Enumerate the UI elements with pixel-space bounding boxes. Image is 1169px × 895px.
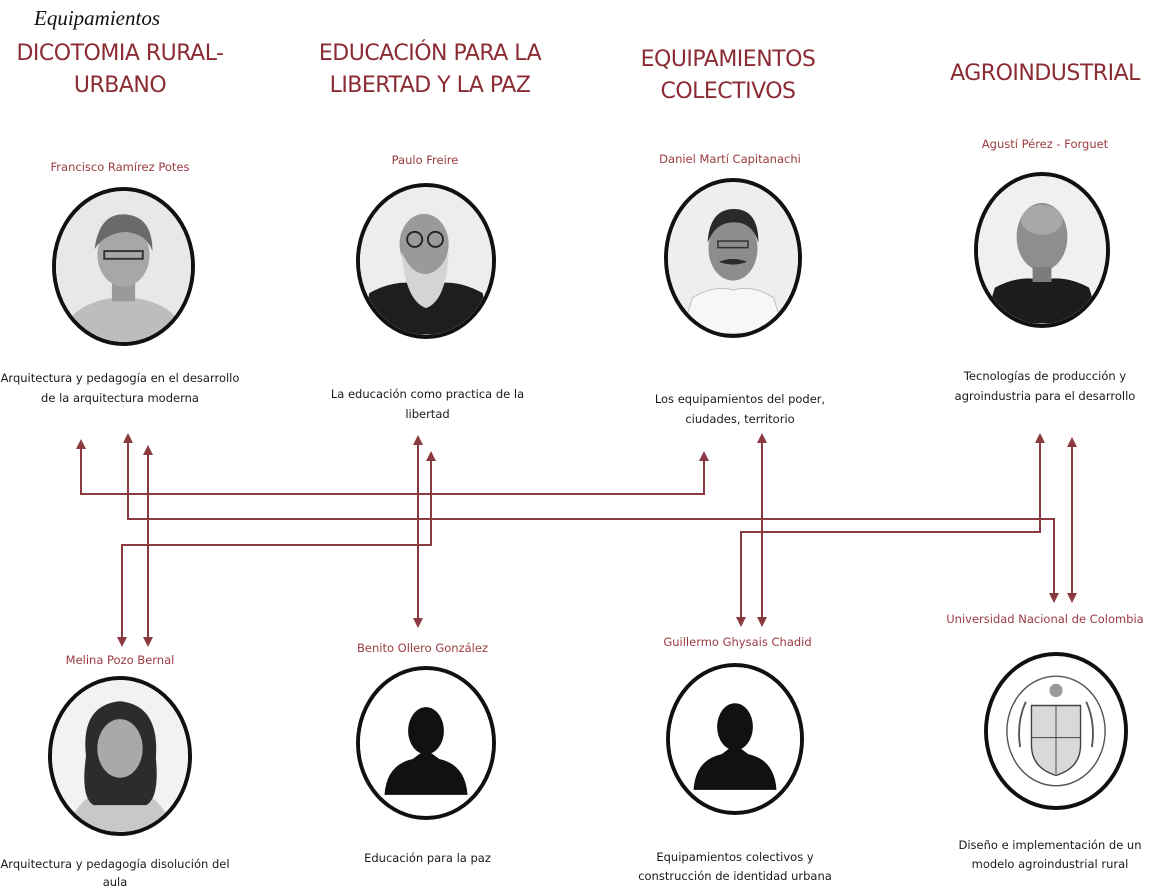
portrait-paulo-freire	[356, 183, 496, 339]
description-guillermo-ghysais: Equipamientos colectivos y construcción …	[638, 850, 832, 883]
portrait-benito-ollero	[356, 666, 496, 820]
photo-mustached-man-icon	[668, 182, 798, 334]
university-seal-icon	[988, 656, 1124, 806]
portrait-guillermo-ghysais	[666, 663, 804, 815]
photo-bald-man-icon	[978, 176, 1106, 324]
person-silhouette-icon	[670, 667, 800, 811]
name-paulo-freire: Paulo Freire	[391, 153, 459, 167]
portrait-universidad-nacional	[984, 652, 1128, 810]
name-francisco-ramirez: Francisco Ramírez Potes	[50, 160, 190, 174]
connector-ramirez-marti	[76, 439, 709, 495]
heading-dicotomia: DICOTOMIA RURAL- URBANO	[16, 41, 224, 98]
description-universidad-nacional: Diseño e implementación de un modelo agr…	[958, 838, 1142, 871]
description-paulo-freire: La educación como practica de la liberta…	[330, 387, 525, 421]
connector-ramirez-universidad	[123, 433, 1059, 603]
portrait-agusti-perez	[974, 172, 1110, 328]
photo-curly-haired-woman-icon	[52, 680, 188, 832]
description-daniel-marti: Los equipamientos del poder, ciudades, t…	[654, 392, 826, 426]
description-benito-ollero: Educación para la paz	[364, 851, 491, 865]
connector-perez-ghysais	[736, 433, 1045, 627]
portrait-daniel-marti	[664, 178, 802, 338]
portrait-francisco-ramirez	[52, 187, 195, 346]
heading-agroindustrial: AGROINDUSTRIAL	[950, 61, 1140, 86]
photo-bearded-man-glasses-icon	[360, 187, 492, 335]
photo-gray-haired-man-icon	[56, 191, 191, 342]
person-silhouette-icon	[360, 670, 492, 816]
portrait-melina-pozo	[48, 676, 192, 836]
heading-equipamientos: EQUIPAMIENTOS COLECTIVOS	[640, 47, 816, 104]
name-daniel-marti: Daniel Martí Capitanachi	[659, 152, 801, 166]
connector-freire-pozo	[117, 451, 436, 647]
heading-educacion: EDUCACIÓN PARA LA LIBERTAD Y LA PAZ	[318, 41, 542, 98]
name-guillermo-ghysais: Guillermo Ghysais Chadid	[663, 635, 812, 649]
description-agusti-perez: Tecnologías de producción y agroindustri…	[954, 369, 1136, 403]
page-label: Equipamientos	[34, 6, 160, 30]
description-francisco-ramirez: Arquitectura y pedagogía en el desarroll…	[0, 371, 240, 405]
name-benito-ollero: Benito Ollero González	[357, 641, 488, 655]
name-agusti-perez: Agustí Pérez - Forguet	[981, 137, 1109, 151]
name-universidad-nacional: Universidad Nacional de Colombia	[946, 612, 1144, 626]
name-melina-pozo: Melina Pozo Bernal	[65, 653, 175, 667]
description-melina-pozo: Arquitectura y pedagogía disolución del …	[0, 857, 230, 889]
